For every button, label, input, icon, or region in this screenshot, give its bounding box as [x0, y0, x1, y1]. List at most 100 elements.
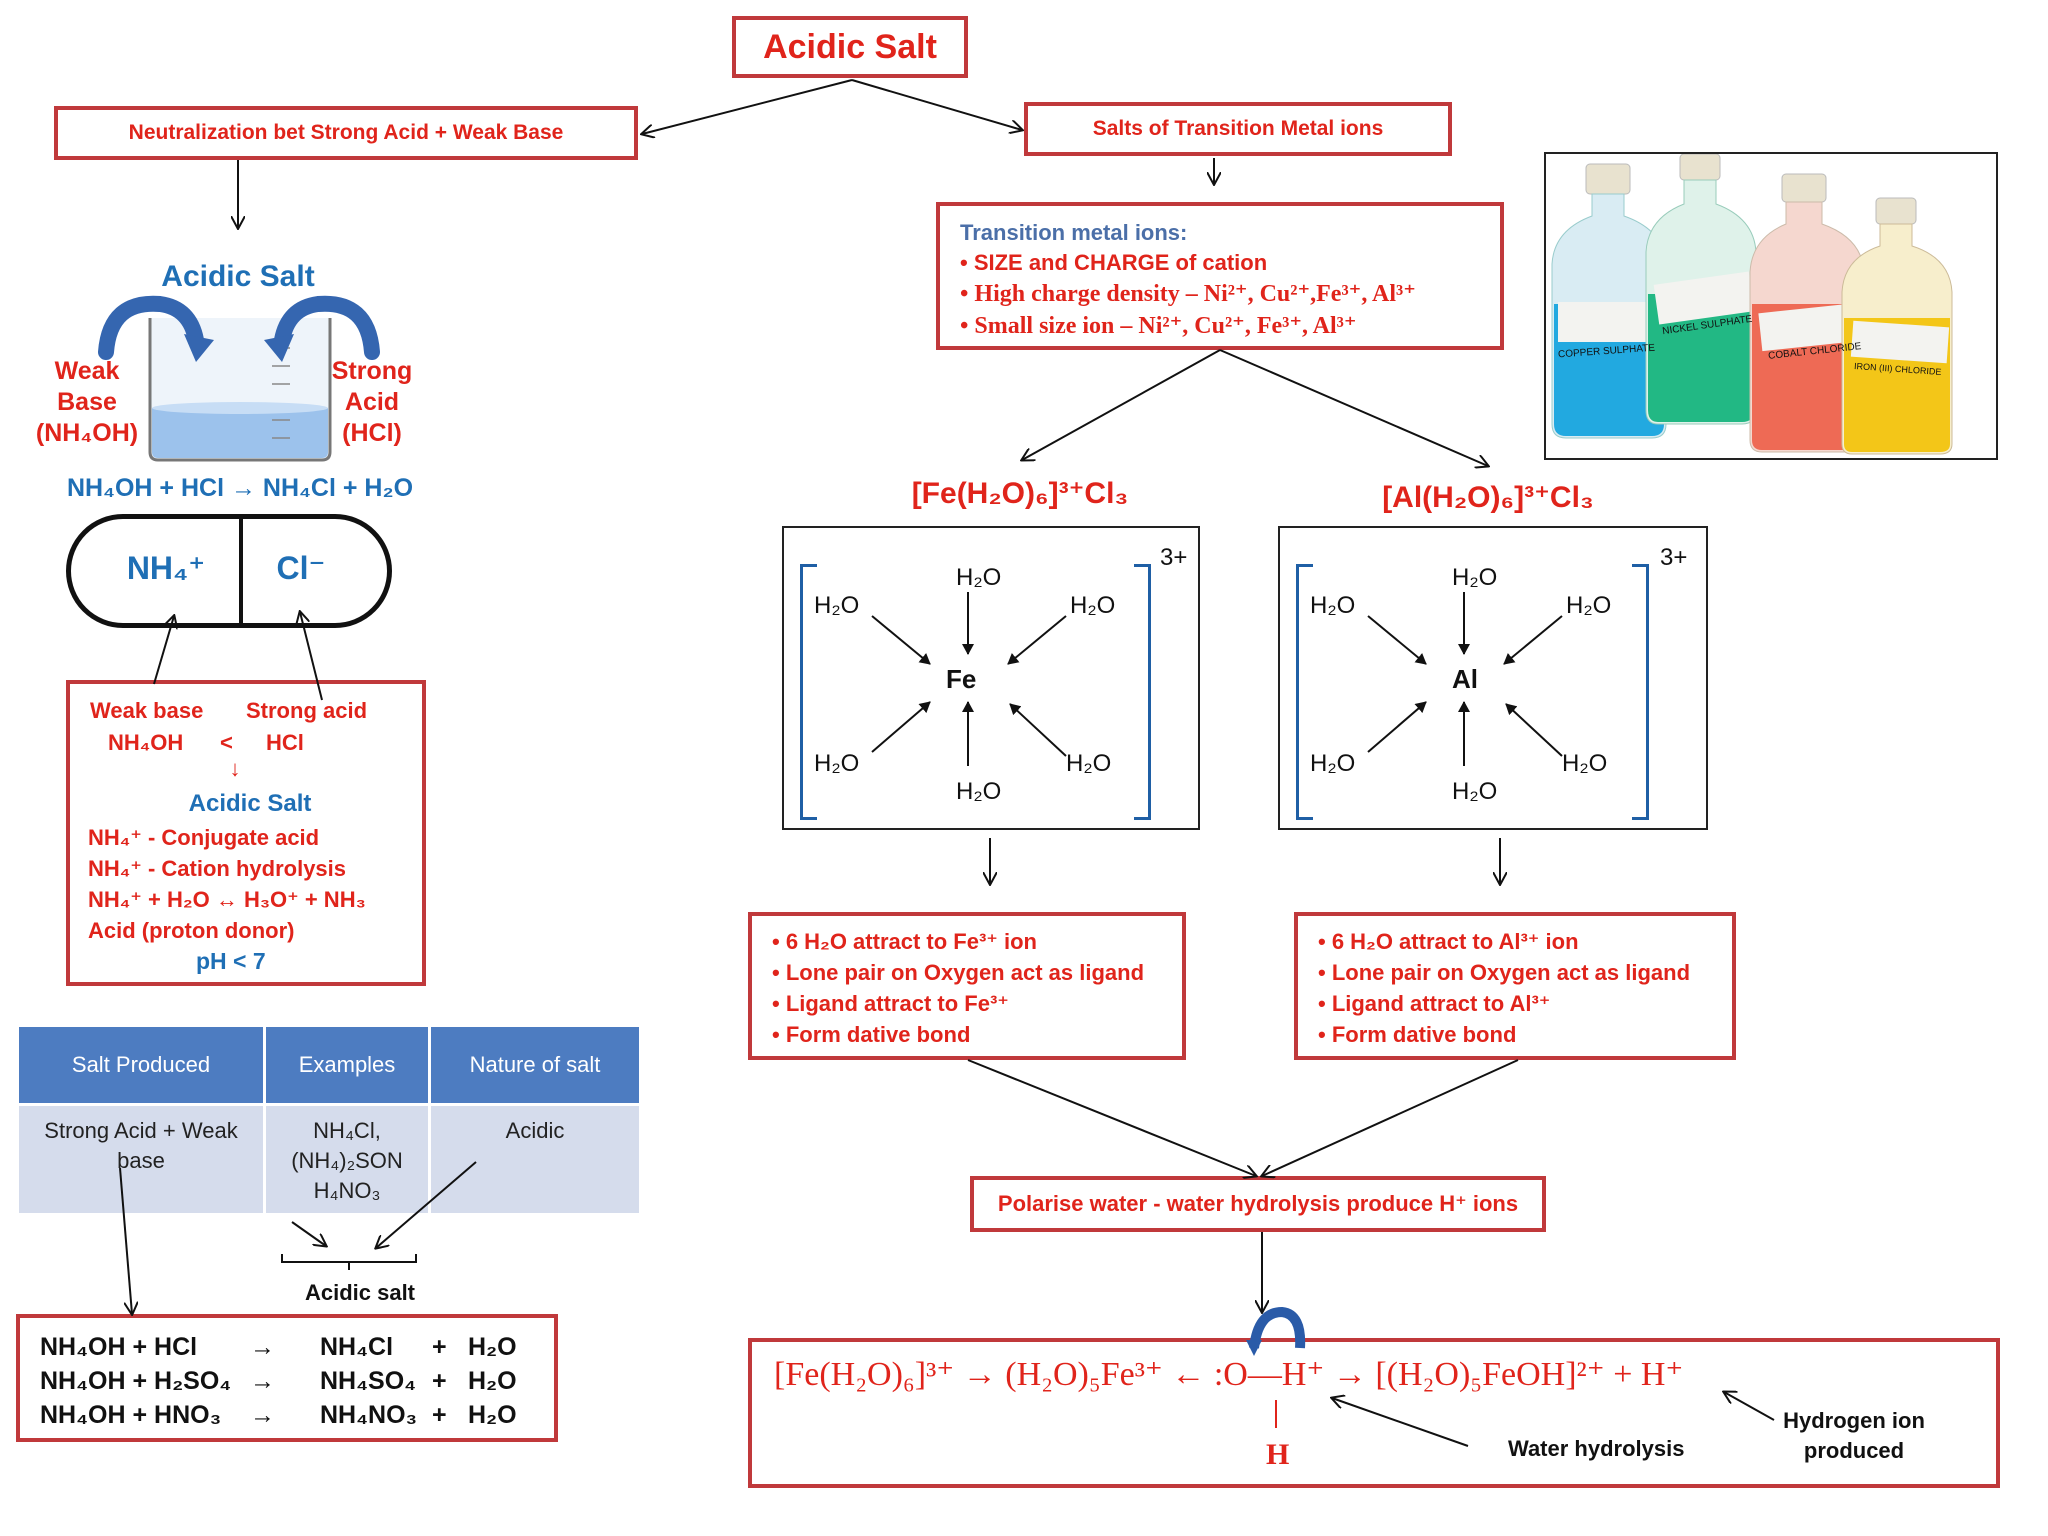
fe-ligand-top-left: H₂O	[814, 592, 860, 619]
branch-right-label: Salts of Transition Metal ions	[1092, 117, 1384, 140]
fe-bullet-1: • 6 H₂O attract to Fe³⁺ ion	[772, 929, 1037, 954]
eq2-salt: NH₄SO₄	[320, 1366, 417, 1395]
arrow-examples-to-brace	[291, 1221, 326, 1246]
fe-bracket-left	[800, 564, 817, 820]
arrow-fe-bullets-to-polarise	[967, 1059, 1256, 1176]
fe-complex-diagram: 3+ Fe H₂O H₂O H₂O H₂O H₂O H₂O	[782, 526, 1200, 830]
fe-complex-formula: [Fe(H₂O)₆]³⁺Cl₃	[911, 477, 1129, 510]
bottles-photo: COPPER SULPHATE NICKEL SULPHATE COBALT C…	[1544, 152, 1998, 460]
eq1-reactants: NH₄OH + HCl	[40, 1332, 198, 1361]
explanation-box: Weak base Strong acid NH₄OH < HCl ↓ Acid…	[66, 680, 426, 986]
fe-ligand-top-right: H₂O	[1070, 592, 1116, 619]
arrow-transition-to-fe	[1022, 349, 1221, 460]
cation-label: NH₄⁺	[126, 550, 206, 586]
salt-table: Salt Produced Examples Nature of salt St…	[16, 1024, 642, 1216]
weak-formula: NH₄OH	[108, 730, 184, 755]
salt-table-row: Strong Acid + Weak base NH₄Cl, (NH₄)₂SON…	[19, 1106, 639, 1213]
strong-acid-line-3: (HCl)	[342, 419, 402, 447]
fe-ligand-top: H₂O	[956, 564, 1002, 591]
table-header-salt: Salt Produced	[19, 1027, 263, 1103]
salt-table-header-row: Salt Produced Examples Nature of salt	[19, 1027, 639, 1103]
acidic-salt-brace	[281, 1254, 417, 1270]
al-charge: 3+	[1660, 544, 1688, 571]
capsule-divider	[239, 519, 243, 623]
eq3-water: H₂O	[468, 1400, 517, 1429]
fe-ligand-bottom: H₂O	[956, 778, 1002, 805]
strong-acid-label: Strong Acid (HCl)	[322, 356, 422, 449]
al-bullet-4: • Form dative bond	[1318, 1022, 1517, 1047]
eq2-water: H₂O	[468, 1366, 517, 1395]
strong-acid-line-1: Strong	[331, 357, 413, 385]
arrow-al-bullets-to-polarise	[1262, 1059, 1519, 1176]
fe-metal-label: Fe	[946, 664, 977, 694]
arrow-transition-to-al	[1219, 349, 1488, 466]
fe-bullet-4: • Form dative bond	[772, 1022, 971, 1047]
transition-line-2: • High charge density – Ni²⁺, Cu²⁺,Fe³⁺,…	[960, 281, 1416, 307]
eq2-arrow: →	[250, 1366, 275, 1395]
fe-ligand-bottom-right: H₂O	[1066, 750, 1112, 777]
table-cell-nature: Acidic	[431, 1106, 639, 1213]
fe-ligand-bottom-left: H₂O	[814, 750, 860, 777]
al-ligand-bottom-left: H₂O	[1310, 750, 1356, 777]
ion-pair-capsule: NH₄⁺ Cl⁻	[66, 514, 392, 628]
strong-acid-text: Strong acid	[246, 698, 368, 723]
weak-base-line-3: (NH₄OH)	[35, 419, 139, 447]
hydrolysis-equation: [Fe(H₂O)₆]³⁺ → (H₂O)₅Fe³⁺ ← :O—H⁺ → [(H₂…	[774, 1356, 1684, 1393]
polarise-label: Polarise water - water hydrolysis produc…	[997, 1191, 1519, 1216]
eq3-salt: NH₄NO₃	[320, 1400, 418, 1429]
explain-line-4: Acid (proton donor)	[88, 918, 295, 943]
eq2-plus: +	[432, 1366, 447, 1395]
weak-base-line-2: Base	[57, 388, 117, 416]
bottles-illustration	[1551, 154, 1953, 455]
table-header-examples: Examples	[266, 1027, 428, 1103]
strong-acid-line-2: Acid	[344, 388, 400, 416]
equations-box: NH₄OH + HCl → NH₄Cl + H₂O NH₄OH + H₂SO₄ …	[16, 1314, 558, 1442]
eq1-salt: NH₄Cl	[320, 1332, 394, 1361]
arrow-title-to-right	[851, 79, 1022, 130]
fe-bullets-box: • 6 H₂O attract to Fe³⁺ ion • Lone pair …	[748, 912, 1186, 1060]
al-bracket-left	[1296, 564, 1313, 820]
al-ligand-bottom-right: H₂O	[1562, 750, 1608, 777]
beaker-title: Acidic Salt	[161, 260, 315, 293]
transition-line-3: • Small size ion – Ni²⁺, Cu²⁺, Fe³⁺, Al³…	[960, 313, 1357, 339]
down-arrow: ↓	[229, 756, 241, 781]
ph-value: pH < 7	[196, 948, 266, 974]
eq3-arrow: →	[250, 1400, 275, 1429]
al-ligand-top: H₂O	[1452, 564, 1498, 591]
fe-bullet-2: • Lone pair on Oxygen act as ligand	[772, 960, 1145, 985]
title-box: Acidic Salt	[732, 16, 968, 78]
equation-row-1: NH₄OH + HCl → NH₄Cl + H₂O	[40, 1330, 554, 1364]
al-bullets-box: • 6 H₂O attract to Al³⁺ ion • Lone pair …	[1294, 912, 1736, 1060]
al-bullet-3: • Ligand attract to Al³⁺	[1318, 991, 1551, 1016]
al-complex-formula: [Al(H₂O)₆]³⁺Cl₃	[1382, 481, 1594, 514]
al-metal-label: Al	[1452, 664, 1478, 694]
transition-box: Transition metal ions: • SIZE and CHARGE…	[936, 202, 1504, 350]
polarise-box: Polarise water - water hydrolysis produc…	[970, 1176, 1546, 1232]
al-ligand-bottom: H₂O	[1452, 778, 1498, 805]
explanation-lines: NH₄⁺ - Conjugate acid NH₄⁺ - Cation hydr…	[88, 822, 366, 946]
pour-arrow-right	[274, 295, 380, 360]
al-bracket-right	[1632, 564, 1649, 820]
eq1-water: H₂O	[468, 1332, 517, 1361]
table-cell-salt: Strong Acid + Weak base	[19, 1106, 263, 1213]
fe-bracket-right	[1134, 564, 1151, 820]
less-than: <	[220, 730, 233, 755]
weak-base-text: Weak base	[90, 698, 204, 723]
hydrogen-ion-line-2: produced	[1803, 1438, 1905, 1463]
branch-left-label: Neutralization bet Strong Acid + Weak Ba…	[128, 121, 564, 144]
page-title: Acidic Salt	[763, 28, 937, 66]
hydrogen-ion-label: Hydrogen ion produced	[1764, 1406, 1944, 1466]
arrow-title-to-left	[642, 79, 853, 134]
water-hydrolysis-label: Water hydrolysis	[1508, 1436, 1685, 1461]
brace-label: Acidic salt	[304, 1280, 416, 1305]
table-header-nature: Nature of salt	[431, 1027, 639, 1103]
acidic-salt-result: Acidic Salt	[188, 790, 312, 817]
al-complex-diagram: 3+ Al H₂O H₂O H₂O H₂O H₂O H₂O	[1278, 526, 1708, 830]
table-cell-examples: NH₄Cl, (NH₄)₂SON H₄NO₃	[266, 1106, 428, 1213]
transition-line-1: • SIZE and CHARGE of cation	[960, 250, 1268, 275]
al-bullet-1: • 6 H₂O attract to Al³⁺ ion	[1318, 929, 1579, 954]
eq1-arrow: →	[250, 1332, 275, 1361]
eq3-reactants: NH₄OH + HNO₃	[40, 1400, 222, 1429]
pour-arrow-left	[98, 295, 204, 360]
fe-bullet-3: • Ligand attract to Fe³⁺	[772, 991, 1009, 1016]
